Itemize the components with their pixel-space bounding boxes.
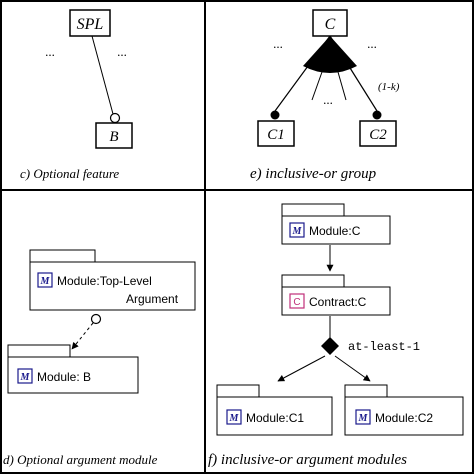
feature-box-c	[312, 9, 348, 37]
panel-caption-c: c) Optional feature	[20, 166, 119, 181]
module-c2: M Module:C2	[344, 384, 464, 436]
module-icon: M	[17, 368, 33, 384]
feature-label-c1: C1	[267, 127, 285, 143]
panel-caption-d: d) Optional argument module	[3, 452, 158, 467]
feature-label-spl: SPL	[77, 16, 104, 33]
group-line-right	[329, 35, 378, 112]
module-icon: M	[37, 272, 53, 288]
feature-box-spl	[69, 9, 111, 37]
feature-label-b: B	[109, 129, 118, 145]
ellipsis-right: ...	[117, 44, 127, 59]
choice-label: at-least-1	[348, 340, 420, 354]
module-icon: M	[226, 409, 242, 425]
ellipsis-left: ...	[45, 44, 55, 59]
group-line-left	[274, 35, 331, 112]
choice-arrow-left	[277, 355, 326, 382]
contract-icon: C	[289, 293, 305, 309]
optional-circle-marker	[109, 112, 121, 124]
optional-connector	[91, 35, 114, 115]
group-line-mid2	[337, 71, 347, 101]
panel-optional-argument-module: M Module:Top-Level Argument M Module: B …	[3, 249, 196, 467]
svg-text:M: M	[40, 276, 51, 287]
svg-text:M: M	[20, 372, 31, 383]
mandatory-dot-c1	[270, 110, 280, 120]
module-tab	[344, 384, 388, 398]
choice-arrow-right	[334, 355, 371, 382]
svg-text:M: M	[229, 413, 240, 424]
panel-inclusive-or-group: C ... ... ... (1-k) C1 C2 e) inclusive-o…	[250, 9, 400, 182]
module-icon: M	[289, 222, 305, 238]
feature-box-c2	[359, 120, 397, 147]
module-icon: M	[355, 409, 371, 425]
module-name-b: Module: B	[37, 370, 91, 384]
feature-box-c1	[257, 120, 295, 147]
group-line-mid1	[311, 71, 323, 101]
panel-caption-e: e) inclusive-or group	[250, 166, 377, 182]
module-top-level-argument: M Module:Top-Level Argument	[29, 249, 196, 311]
module-body	[29, 261, 196, 311]
optional-circle-marker-d	[90, 313, 102, 325]
module-tab	[29, 249, 96, 263]
svg-text:M: M	[358, 413, 369, 424]
module-name-c1: Module:C1	[246, 411, 304, 425]
optional-dashed-connector	[71, 322, 94, 350]
cardinality-label: (1-k)	[378, 81, 400, 93]
module-name-c: Module:C	[309, 224, 361, 238]
panel-optional-feature: SPL ... ... B c) Optional feature	[20, 9, 133, 181]
module-name-top-level: Module:Top-Level	[57, 274, 152, 288]
module-b: M Module: B	[7, 344, 139, 394]
module-c1: M Module:C1	[216, 384, 333, 436]
choice-diamond	[321, 337, 339, 355]
svg-text:M: M	[292, 226, 303, 237]
feature-label-c: C	[325, 16, 336, 33]
module-c: M Module:C	[281, 203, 391, 245]
module-tab	[216, 384, 260, 398]
or-group-filled-wedge	[303, 36, 357, 73]
module-tab	[281, 203, 345, 217]
contract-tab	[281, 274, 345, 288]
module-name-c2: Module:C2	[375, 411, 433, 425]
mandatory-dot-c2	[372, 110, 382, 120]
contract-name-c: Contract:C	[309, 295, 367, 309]
contract-c: C Contract:C	[281, 274, 391, 316]
feature-box-b	[95, 122, 133, 149]
ellipsis-middle-e: ...	[323, 92, 333, 107]
feature-label-c2: C2	[369, 127, 387, 143]
module-tab	[7, 344, 71, 358]
ellipsis-right-e: ...	[367, 36, 377, 51]
svg-text:C: C	[293, 297, 300, 308]
module-name-argument: Argument	[126, 292, 179, 306]
panel-caption-f: f) inclusive-or argument modules	[208, 452, 407, 468]
ellipsis-left-e: ...	[273, 36, 283, 51]
panel-inclusive-or-argument-modules: M Module:C C Contract:C at-least-1 M	[208, 203, 464, 468]
